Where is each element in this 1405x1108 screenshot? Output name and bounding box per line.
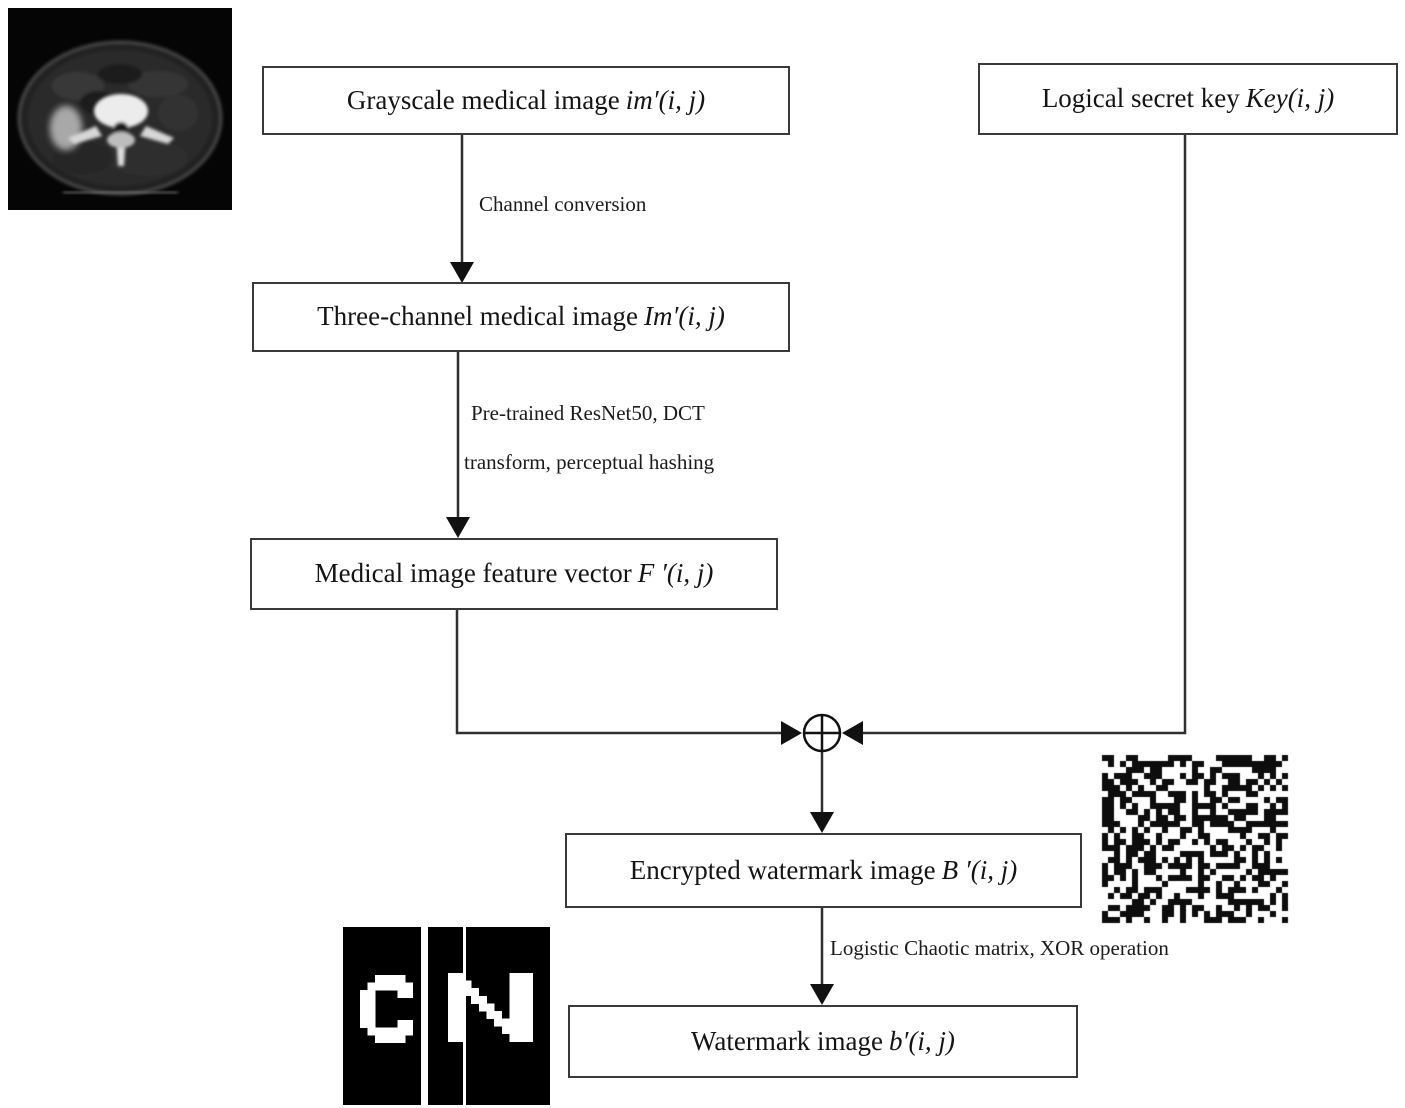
arrowhead-into-feature-icon (446, 517, 470, 538)
node-math: b′(i, j) (889, 1025, 955, 1056)
node-watermark-image: Watermark image b′(i, j) (568, 1005, 1078, 1078)
edge-label-resnet-line1: Pre-trained ResNet50, DCT (471, 401, 705, 425)
node-label: Grayscale medical image (346, 84, 620, 115)
arrowhead-into-xor-left-icon (781, 721, 802, 745)
node-math: Im′(i, j) (643, 301, 725, 332)
arrowhead-into-encrypted-icon (810, 812, 834, 833)
node-label: Logical secret key (1041, 83, 1240, 114)
node-encrypted-watermark-image: Encrypted watermark image B ′(i, j) (565, 833, 1082, 908)
arrowhead-into-xor-right-icon (842, 721, 863, 745)
watermark-cn-image (343, 927, 550, 1105)
connector-key-to-xor (861, 135, 1187, 735)
connector-feature-to-xor (455, 610, 783, 735)
node-label: Medical image feature vector (314, 558, 632, 589)
edge-label-logistic-chaotic: Logistic Chaotic matrix, XOR operation (830, 936, 1169, 960)
node-logical-secret-key: Logical secret key Key(i, j) (978, 63, 1398, 135)
arrowhead-into-watermark-icon (810, 984, 834, 1005)
xor-icon (802, 713, 842, 753)
node-math: Key(i, j) (1245, 83, 1335, 114)
node-medical-image-feature-vector: Medical image feature vector F ′(i, j) (250, 538, 778, 610)
node-math: B ′(i, j) (941, 854, 1018, 885)
edge-label-resnet-line2: transform, perceptual hashing (464, 450, 715, 474)
node-label: Three-channel medical image (317, 301, 638, 332)
node-three-channel-medical-image: Three-channel medical image Im′(i, j) (252, 282, 790, 352)
node-math: F ′(i, j) (637, 558, 714, 589)
node-label: Encrypted watermark image (629, 854, 936, 885)
node-grayscale-medical-image: Grayscale medical image im′(i, j) (262, 66, 790, 135)
artifact-stripe (421, 927, 428, 1105)
ct-scan-medical-image (8, 8, 232, 210)
artifact-stripe (463, 927, 466, 1105)
node-label: Watermark image (691, 1025, 884, 1056)
arrowhead-into-threechannel-icon (450, 262, 474, 283)
node-math: im′(i, j) (625, 84, 706, 115)
edge-label-channel-conversion: Channel conversion (479, 192, 647, 216)
encrypted-watermark-noise-image (1099, 752, 1291, 926)
